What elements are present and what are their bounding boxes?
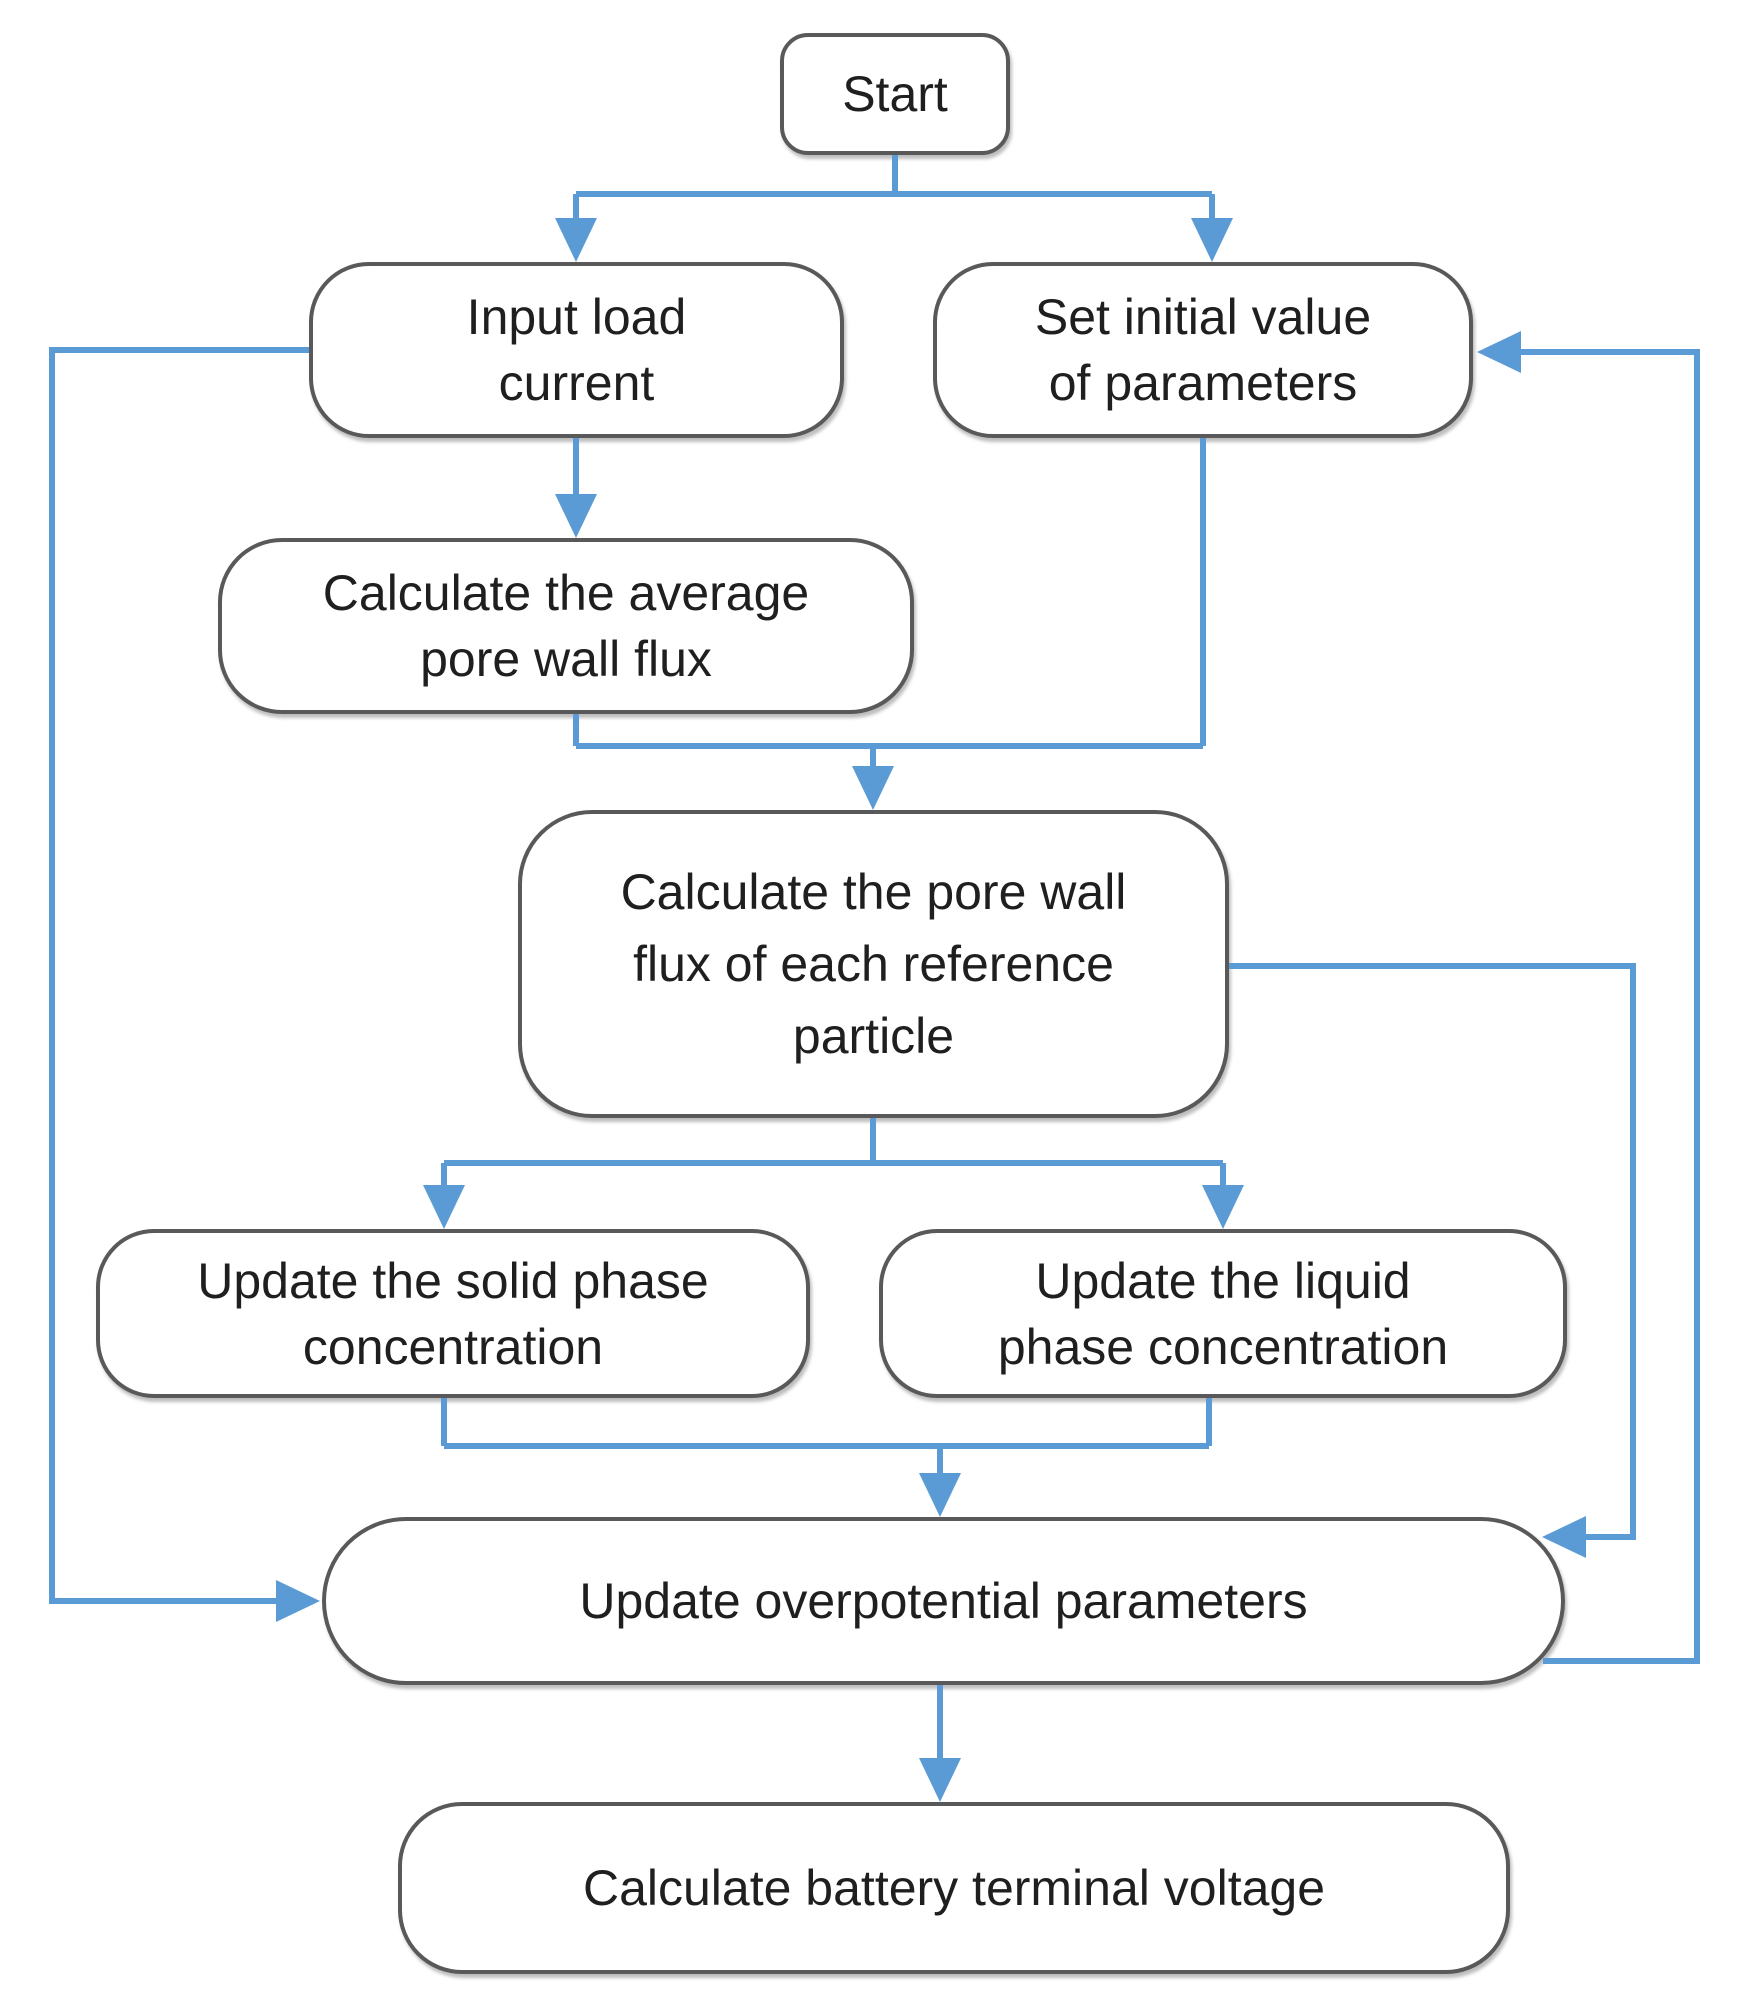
arrowhead-into-input — [555, 218, 597, 262]
node-update-overpotential-parameters: Update overpotential parameters — [322, 1517, 1565, 1685]
edge-outer-loop — [1519, 349, 1700, 1664]
arrowhead-into-avg — [555, 494, 597, 538]
arrowhead-into-battery — [919, 1758, 961, 1802]
arrowhead-into-setinit-right — [1477, 331, 1521, 373]
arrowhead-into-overp-top — [919, 1473, 961, 1517]
arrowhead-into-big — [852, 766, 894, 810]
node-set-initial-value-of-parameters: Set initial value of parameters — [933, 262, 1473, 438]
node-start: Start — [780, 33, 1010, 155]
node-calculate-battery-terminal-voltage: Calculate battery terminal voltage — [398, 1802, 1510, 1974]
arrowhead-into-liquid — [1202, 1185, 1244, 1229]
node-calculate-average-pore-wall-flux: Calculate the average pore wall flux — [218, 538, 914, 714]
arrowhead-into-solid — [423, 1185, 465, 1229]
node-update-solid-phase-concentration: Update the solid phase concentration — [96, 1229, 810, 1398]
arrowhead-into-overp-left — [276, 1580, 320, 1622]
node-input-load-current: Input load current — [309, 262, 844, 438]
arrowhead-into-setinit — [1191, 218, 1233, 262]
edge-left-loop — [49, 347, 309, 1604]
node-calculate-pore-wall-flux-each-reference-particle: Calculate the pore wall flux of each ref… — [518, 810, 1229, 1118]
node-update-liquid-phase-concentration: Update the liquid phase concentration — [879, 1229, 1567, 1398]
